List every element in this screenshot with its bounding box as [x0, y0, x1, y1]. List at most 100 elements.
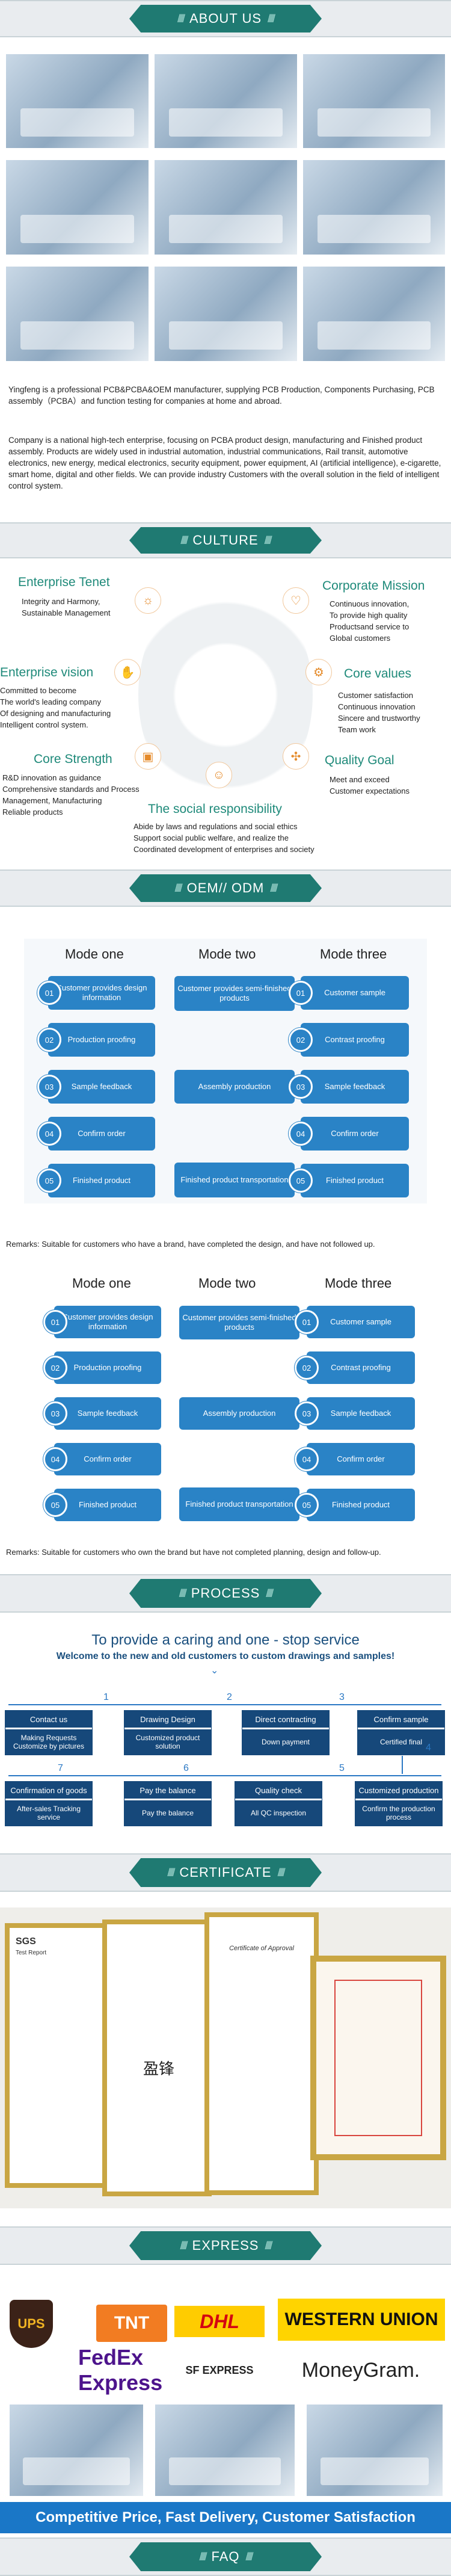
- mode-three-title: Mode three: [325, 1276, 392, 1291]
- odm-section-header: /////OEM// ODM/////: [0, 869, 451, 907]
- step-number: 02: [295, 1356, 319, 1380]
- about-section-header: /////ABOUT US/////: [0, 0, 451, 37]
- mode-two-step: Finished product transportation: [179, 1487, 299, 1521]
- sf-express-logo: SF EXPRESS: [185, 2364, 254, 2376]
- tnt-logo: TNT: [96, 2305, 167, 2342]
- factory-photo: [155, 54, 297, 148]
- about-intro: Yingfeng is a professional PCB&PCBA&OEM …: [8, 385, 435, 406]
- certificate-frame: Certificate of Approval: [204, 1912, 319, 2195]
- process-section-header: /////PROCESS/////: [0, 1574, 451, 1613]
- chevron-down-icon: ⌄: [210, 1666, 219, 1676]
- process-connector: [402, 1756, 403, 1774]
- mode-two-step: Assembly production: [179, 1397, 299, 1430]
- certificate-heading: Certificate of Approval: [229, 1945, 294, 1952]
- mode-three-step: Confirm order: [307, 1443, 415, 1475]
- mode-one-title: Mode one: [72, 1276, 131, 1291]
- odm-remark-1: Remarks: Suitable for customers who have…: [6, 1240, 375, 1249]
- mode-one-step: Finished product: [48, 1164, 155, 1197]
- section-title: EXPRESS: [192, 2238, 259, 2253]
- factory-photo: [6, 267, 149, 361]
- mode-two-step: Assembly production: [174, 1070, 295, 1104]
- mode-two-title: Mode two: [198, 1276, 256, 1291]
- step-number: 05: [37, 1169, 61, 1193]
- thumbs-up-icon: ✋: [114, 659, 141, 685]
- ups-logo: UPS: [10, 2300, 53, 2348]
- test-report-label: Test Report: [16, 1950, 47, 1956]
- process-step-number: 7: [58, 1763, 63, 1773]
- certificate-frame: [310, 1956, 446, 2160]
- process-line: [8, 1775, 441, 1776]
- mode-three-step: Finished product: [307, 1489, 415, 1521]
- step-number: 03: [43, 1401, 67, 1425]
- section-title: CULTURE: [192, 533, 259, 548]
- package-icon: ▣: [135, 743, 161, 770]
- mode-one-step: Customer provides design information: [54, 1306, 161, 1338]
- odm-remark-2: Remarks: Suitable for customers who own …: [6, 1548, 381, 1557]
- step-number: 04: [37, 1122, 61, 1146]
- mode-two-step: Customer provides semi-finished products: [174, 976, 295, 1011]
- about-company: Company is a national high-tech enterpri…: [8, 436, 441, 490]
- process-subline: Welcome to the new and old customers to …: [56, 1651, 395, 1661]
- network-icon: ✣: [283, 743, 309, 770]
- certificate-section-header: /////CERTIFICATE/////: [0, 1853, 451, 1892]
- mode-three-step: Customer sample: [301, 976, 409, 1010]
- mode-one-step: Sample feedback: [48, 1070, 155, 1104]
- step-number: 05: [295, 1493, 319, 1517]
- tenet-title: Enterprise Tenet: [18, 575, 110, 589]
- mode-one-step: Confirm order: [48, 1117, 155, 1151]
- mode-three-step: Contrast proofing: [307, 1351, 415, 1384]
- mode-one-step: Finished product: [54, 1489, 161, 1521]
- factory-photo: [303, 160, 445, 255]
- heart-icon: ♡: [283, 587, 309, 614]
- process-step-number: 2: [227, 1692, 232, 1702]
- process-step-number: 1: [103, 1692, 109, 1702]
- shipping-photo: [307, 2405, 443, 2496]
- process-step-number: 5: [339, 1763, 345, 1773]
- gear-icon: ⚙: [305, 659, 332, 685]
- fedex-logo: FedEx Express: [78, 2345, 163, 2395]
- mode-three-step: Confirm order: [301, 1117, 409, 1151]
- mode-three-step: Customer sample: [307, 1306, 415, 1338]
- mode-two-step: Finished product transportation: [174, 1163, 295, 1197]
- section-title: OEM// ODM: [186, 880, 265, 895]
- express-slogan: Competitive Price, Fast Delivery, Custom…: [0, 2502, 451, 2533]
- social-title: The social responsibility: [148, 802, 282, 816]
- brand-seal: 盈锋: [143, 2060, 175, 2078]
- shipping-photo: [10, 2405, 143, 2496]
- mode-three-title: Mode three: [320, 947, 387, 962]
- step-number: 04: [289, 1122, 313, 1146]
- mission-title: Corporate Mission: [322, 579, 425, 593]
- express-section-header: /////EXPRESS/////: [0, 2226, 451, 2265]
- factory-photo: [6, 160, 149, 255]
- lightbulb-icon: ☼: [135, 587, 161, 614]
- mode-one-step: Production proofing: [48, 1023, 155, 1057]
- step-number: 03: [289, 1075, 313, 1099]
- social-text: Abide by laws and regulations and social…: [133, 822, 314, 854]
- step-number: 03: [295, 1401, 319, 1425]
- step-number: 03: [37, 1075, 61, 1099]
- strength-title: Core Strength: [34, 752, 112, 766]
- step-number: 01: [43, 1310, 67, 1334]
- faq-section-header: /////FAQ/////: [0, 2537, 451, 2576]
- section-title: ABOUT US: [189, 11, 262, 26]
- step-number: 02: [43, 1356, 67, 1380]
- step-number: 04: [43, 1447, 67, 1471]
- process-step-number: 6: [183, 1763, 189, 1773]
- mode-one-step: Confirm order: [54, 1443, 161, 1475]
- process-step-number: 3: [339, 1692, 345, 1702]
- culture-section-header: /////CULTURE/////: [0, 522, 451, 558]
- western-union-logo: WESTERN UNION: [278, 2299, 445, 2341]
- tenet-text: Integrity and Harmony,Sustainable Manage…: [22, 597, 111, 617]
- step-number: 05: [289, 1169, 313, 1193]
- step-number: 01: [289, 981, 313, 1005]
